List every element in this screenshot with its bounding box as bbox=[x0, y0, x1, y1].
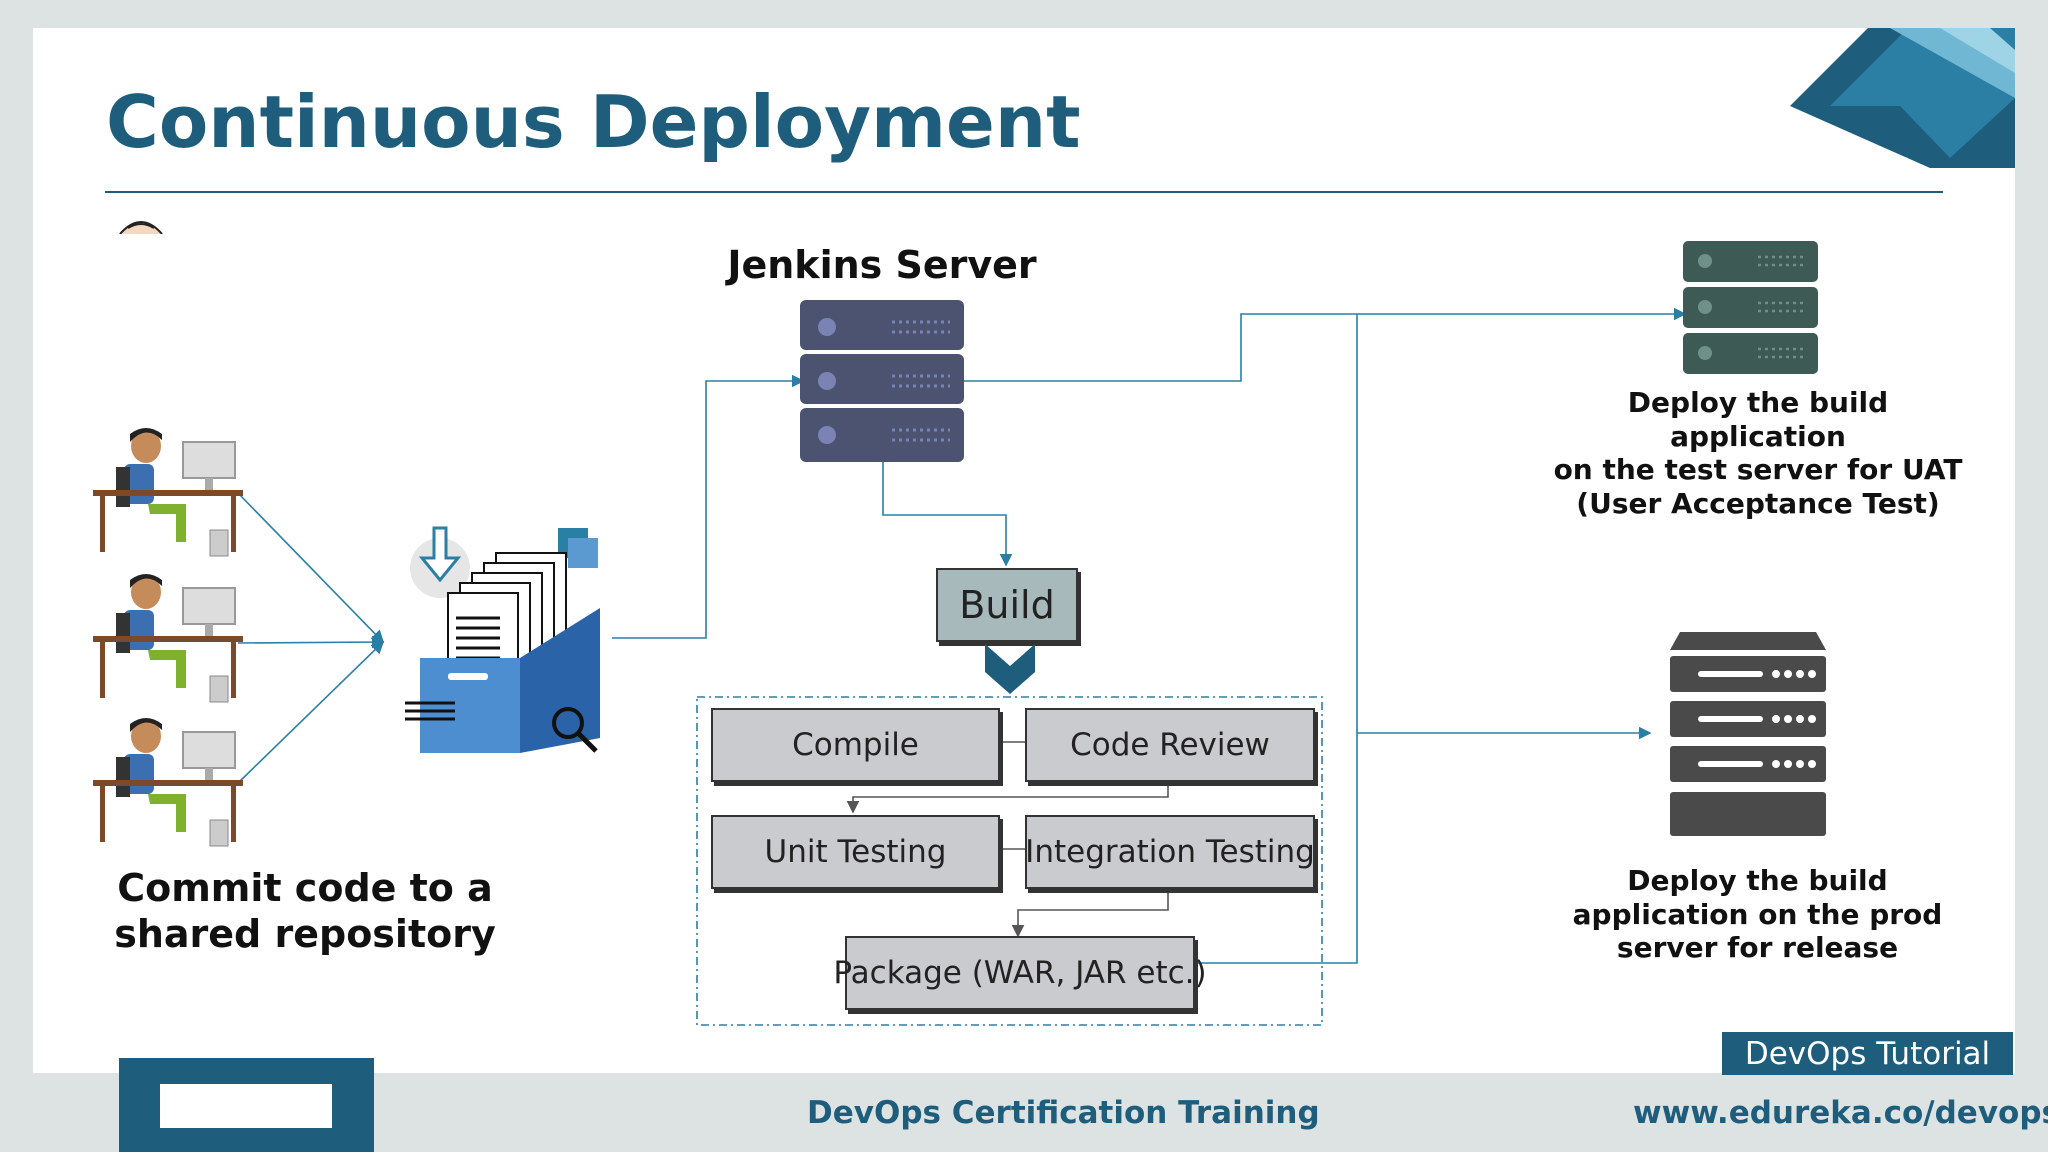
prod-server-caption-line-3: server for release bbox=[1616, 931, 1899, 965]
footer-center-text: DevOps Certification Training bbox=[807, 1095, 1320, 1131]
test-server-icon bbox=[1683, 241, 1818, 374]
test-server-caption-line-3: (User Acceptance Test) bbox=[1576, 486, 1940, 520]
title-divider bbox=[105, 191, 1943, 193]
avatar bbox=[119, 221, 163, 234]
jenkins-server-icon bbox=[800, 300, 964, 462]
prod-server-caption: Deploy the build application on the prod… bbox=[1560, 864, 1955, 965]
developer-figure-1 bbox=[93, 428, 243, 557]
slide-canvas bbox=[33, 28, 2015, 1073]
footer-logo-block bbox=[119, 1058, 374, 1152]
prod-server-caption-line-2: application on the prod bbox=[1572, 897, 1943, 931]
corner-decoration bbox=[1790, 28, 2015, 168]
devops-tutorial-tag: DevOps Tutorial bbox=[1722, 1032, 2013, 1075]
prod-server-caption-line-1: Deploy the build bbox=[1627, 864, 1888, 897]
test-server-caption-line-1: Deploy the build application bbox=[1627, 386, 1889, 453]
chevron-down-icon bbox=[985, 644, 1035, 694]
step-integration-testing: Integration Testing bbox=[1025, 815, 1315, 889]
build-stage: Build bbox=[936, 568, 1078, 642]
test-server-caption: Deploy the build application on the test… bbox=[1540, 386, 1976, 520]
developers-caption: Commit code to a shared repository bbox=[110, 866, 500, 957]
prod-server-icon bbox=[1670, 632, 1826, 836]
developers-caption-line-1: Commit code to a bbox=[117, 866, 493, 910]
footer-url[interactable]: www.edureka.co/devops bbox=[1633, 1095, 2048, 1131]
step-unit-testing: Unit Testing bbox=[711, 815, 1000, 889]
test-server-caption-line-2: on the test server for UAT bbox=[1553, 453, 1963, 487]
jenkins-label: Jenkins Server bbox=[727, 243, 1037, 287]
page-title: Continuous Deployment bbox=[106, 80, 1081, 164]
repository-icon bbox=[405, 526, 600, 753]
developers-caption-line-2: shared repository bbox=[114, 911, 496, 956]
step-code-review: Code Review bbox=[1025, 708, 1315, 782]
developer-figure-2 bbox=[93, 574, 243, 703]
developer-figure-3 bbox=[93, 718, 243, 847]
footer-logo-panel bbox=[160, 1084, 332, 1128]
step-package: Package (WAR, JAR etc.) bbox=[833, 936, 1207, 1010]
step-compile: Compile bbox=[711, 708, 1000, 782]
